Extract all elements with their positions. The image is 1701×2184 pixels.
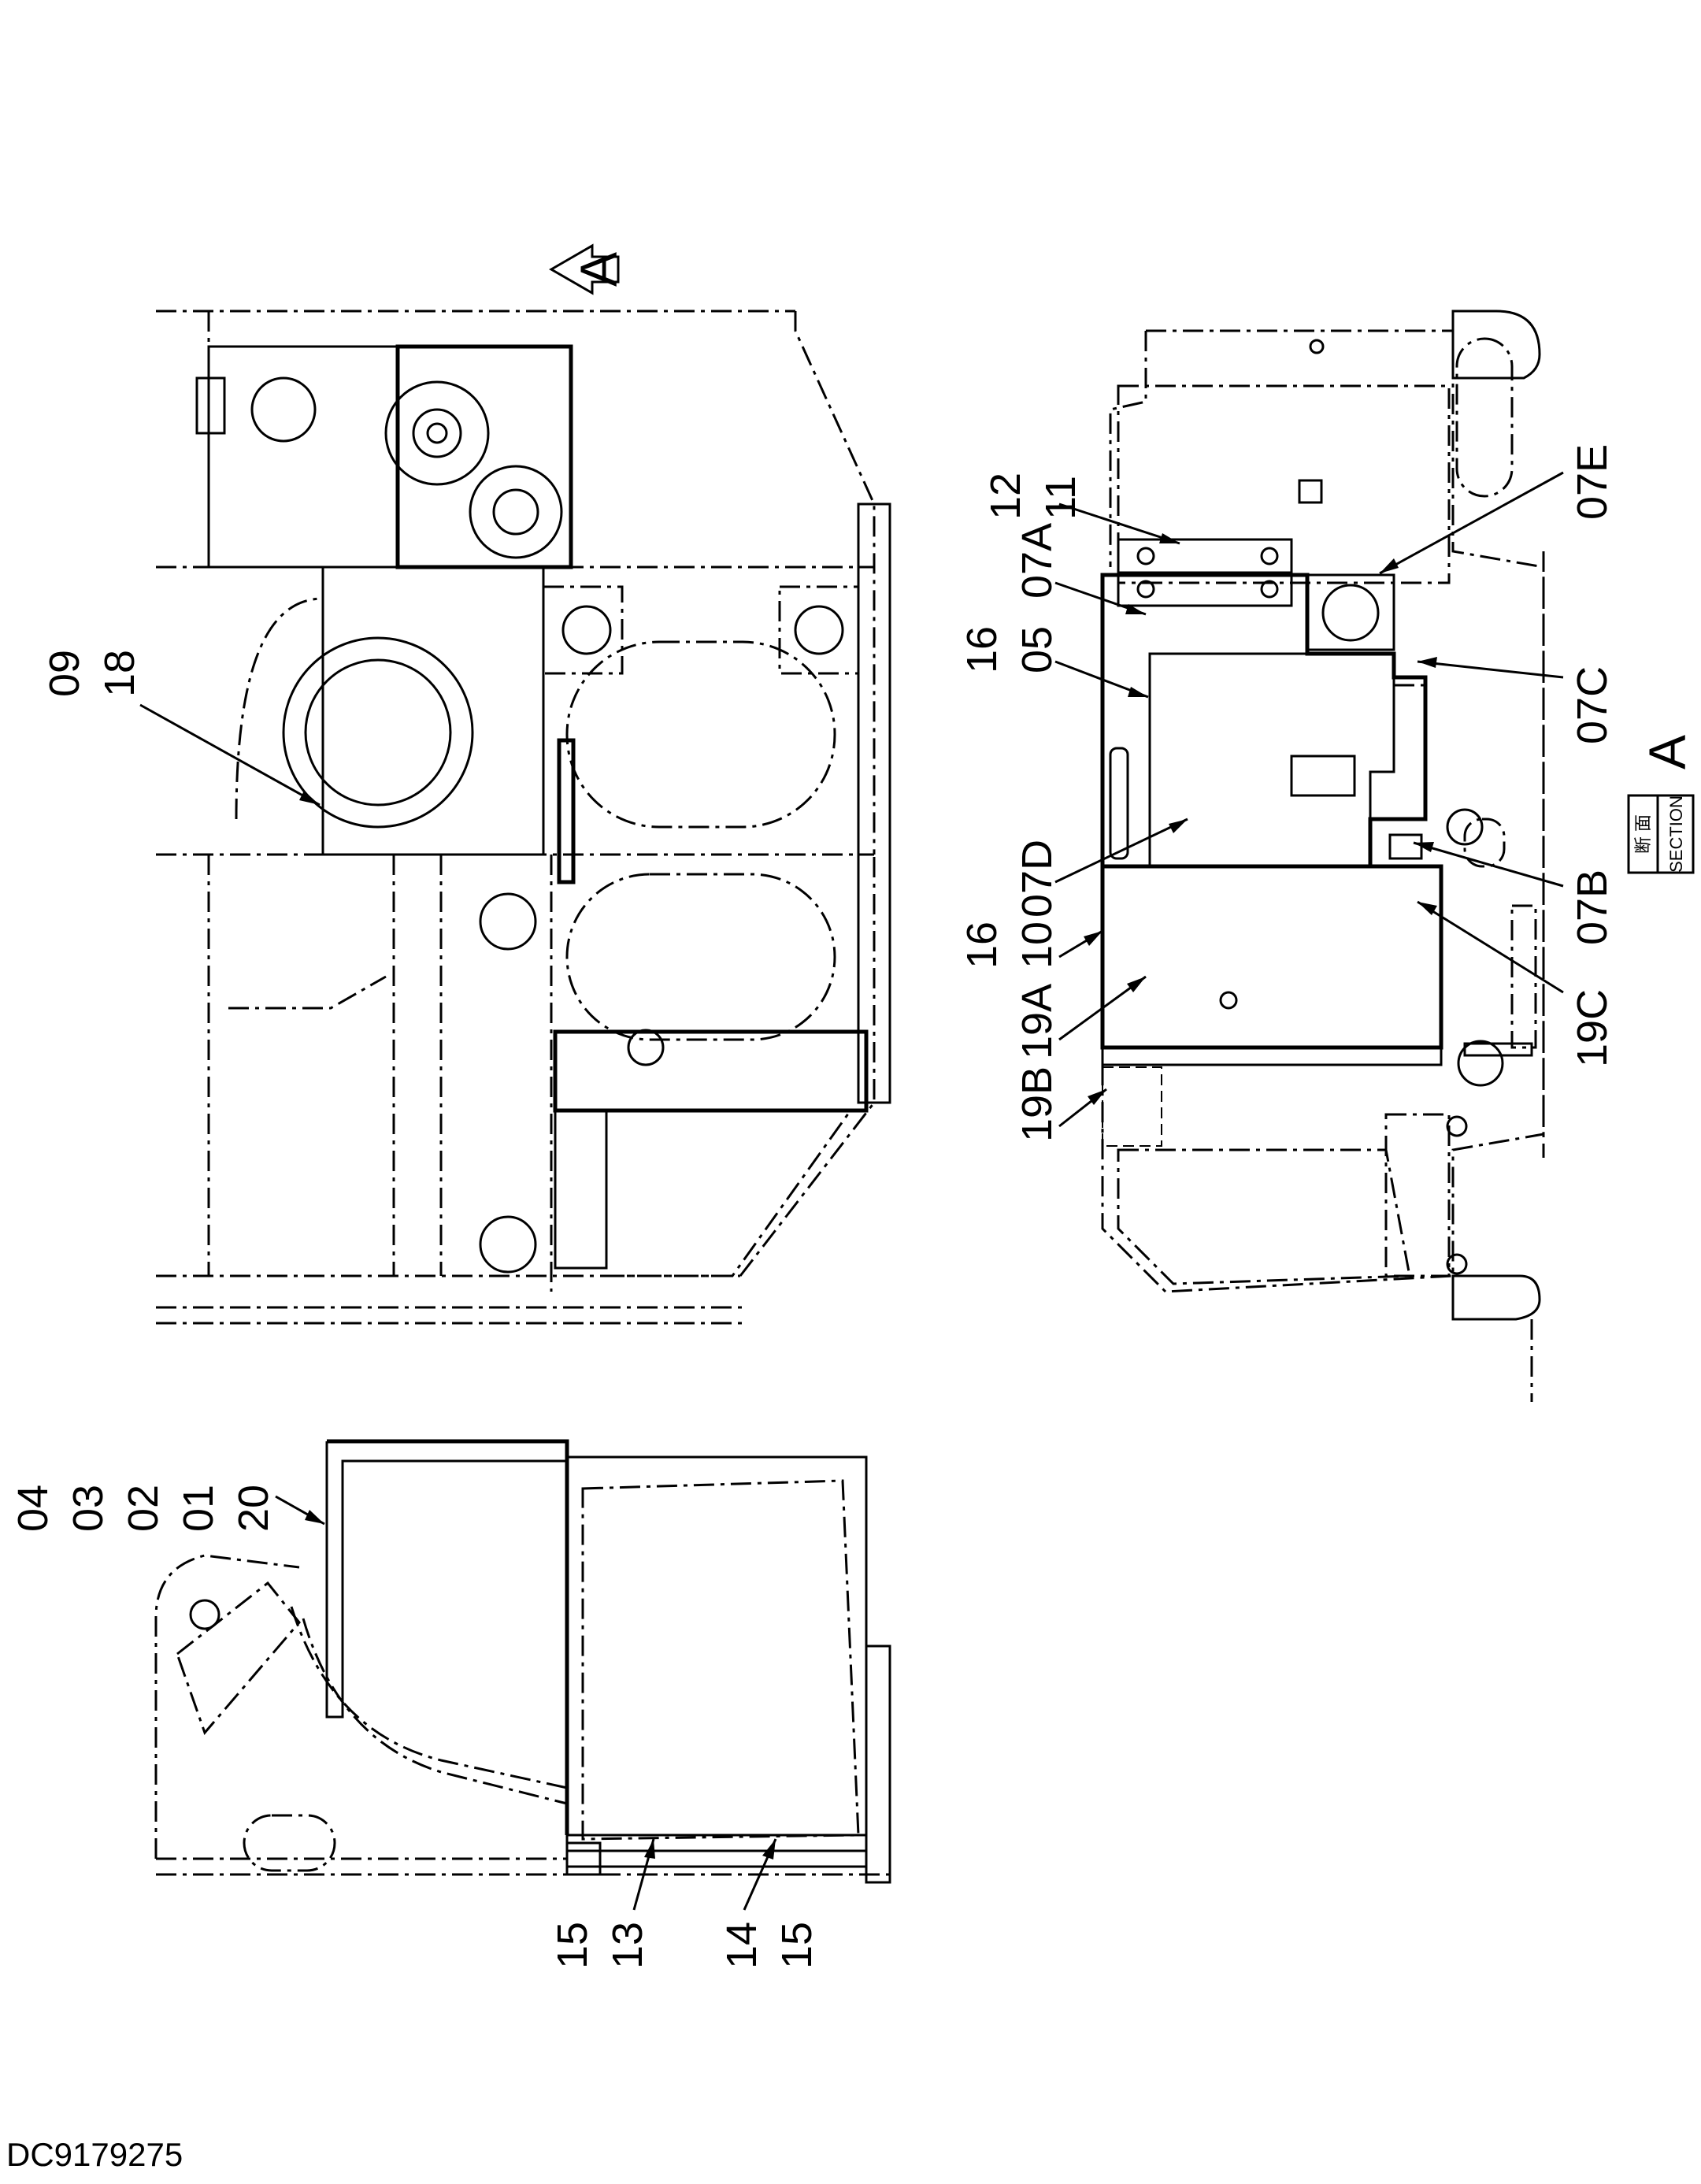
callout-16a: 16 [958, 626, 1006, 673]
view-arrow-letter: A [569, 252, 628, 287]
callout-07b: 07B [1569, 870, 1616, 945]
callout-02: 02 [120, 1485, 167, 1532]
callout-19a: 19A [1014, 984, 1061, 1059]
callout-07d: 07D [1014, 840, 1061, 918]
callout-09: 09 [41, 650, 88, 697]
section-letter: A [1638, 735, 1696, 769]
right-section-view: 12 11 16 05 07A 07D 16 10 19A 19B 07E [958, 310, 1616, 1402]
callout-14: 14 [718, 1922, 765, 1969]
drawing-number: DC9179275 [6, 2136, 183, 2173]
callout-20: 20 [230, 1485, 277, 1532]
callout-10: 10 [1014, 921, 1061, 969]
left-lower-assembly: 04 03 02 01 20 15 13 14 15 [9, 1439, 891, 1969]
callout-13: 13 [604, 1922, 651, 1969]
callout-19b: 19B [1014, 1066, 1061, 1142]
callout-03: 03 [65, 1485, 112, 1532]
callout-01: 01 [175, 1485, 222, 1532]
callout-07a: 07A [1014, 523, 1061, 599]
callout-11: 11 [1037, 476, 1084, 520]
view-arrow-a: A [548, 243, 628, 295]
callout-07c: 07C [1569, 666, 1616, 744]
callout-16b: 16 [958, 921, 1006, 969]
callout-18: 18 [96, 650, 143, 697]
callout-12: 12 [982, 473, 1029, 520]
callout-15a: 15 [549, 1922, 596, 1969]
callout-05: 05 [1014, 626, 1061, 673]
callout-19c: 19C [1569, 989, 1616, 1067]
left-upper-assembly: 09 18 [41, 310, 891, 1325]
callout-15b: 15 [773, 1922, 821, 1969]
section-label: SECTION [1666, 795, 1686, 873]
section-a-box: 断 面 SECTION A [1627, 735, 1696, 874]
callout-07e: 07E [1569, 444, 1616, 520]
section-kanji: 断 面 [1633, 814, 1653, 854]
callout-04: 04 [9, 1485, 57, 1532]
